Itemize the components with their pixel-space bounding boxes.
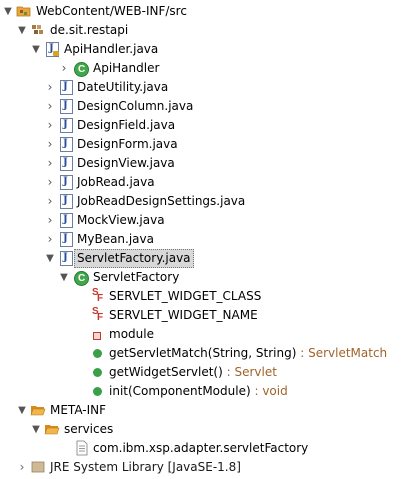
- private-field-icon: [93, 332, 101, 340]
- tree-row-file[interactable]: › JobRead.java: [0, 173, 404, 192]
- field-label: SERVLET_WIDGET_CLASS: [109, 289, 262, 303]
- java-file-icon: [60, 250, 73, 266]
- expand-chevron-icon[interactable]: ›: [47, 194, 53, 208]
- file-label: DesignColumn.java: [77, 99, 194, 113]
- expand-chevron-icon[interactable]: ›: [47, 137, 53, 151]
- tree-row-class[interactable]: › ApiHandler: [0, 59, 404, 78]
- source-folder-icon: [16, 3, 32, 19]
- tree-row-folder[interactable]: ▼ META-INF: [0, 401, 404, 420]
- collapse-chevron-icon[interactable]: ▼: [32, 424, 40, 435]
- tree-row-method[interactable]: init(ComponentModule) : void: [0, 382, 404, 401]
- java-file-icon: [46, 41, 59, 57]
- file-label: ApiHandler.java: [64, 42, 159, 56]
- field-label: module: [109, 327, 154, 341]
- return-type-label: : void: [250, 384, 288, 398]
- folder-label: META-INF: [50, 403, 107, 417]
- collapse-chevron-icon[interactable]: ▼: [18, 405, 26, 416]
- file-label: DesignForm.java: [77, 137, 178, 151]
- tree-row-file[interactable]: › DateUtility.java: [0, 78, 404, 97]
- library-icon: [30, 459, 46, 475]
- expand-chevron-icon[interactable]: ›: [47, 80, 53, 94]
- tree-row-file[interactable]: › DesignColumn.java: [0, 97, 404, 116]
- file-label: ServletFactory.java: [74, 249, 194, 268]
- tree-row-file[interactable]: ▼ ApiHandler.java: [0, 40, 404, 59]
- folder-label: services: [64, 422, 114, 436]
- java-file-icon: [60, 212, 73, 228]
- return-type-label: : ServletMatch: [296, 346, 388, 360]
- collapse-chevron-icon[interactable]: ▼: [4, 6, 12, 17]
- method-label: getWidgetServlet(): [109, 365, 223, 379]
- expand-chevron-icon[interactable]: ›: [47, 99, 53, 113]
- tree-row-field[interactable]: module: [0, 325, 404, 344]
- class-label: ServletFactory: [93, 270, 180, 284]
- library-label: JRE System Library [JavaSE-1.8]: [50, 460, 241, 474]
- java-file-icon: [60, 231, 73, 247]
- expand-chevron-icon[interactable]: ›: [47, 175, 53, 189]
- file-label: MyBean.java: [77, 232, 154, 246]
- tree-row-file-selected[interactable]: ▼ ServletFactory.java: [0, 249, 404, 268]
- tree-row-file[interactable]: › DesignForm.java: [0, 135, 404, 154]
- tree-row-library[interactable]: › JRE System Library [JavaSE-1.8]: [0, 458, 404, 477]
- class-icon: [74, 271, 89, 286]
- public-method-icon: [93, 387, 102, 396]
- method-label-group: init(ComponentModule) : void: [107, 382, 290, 401]
- java-file-icon: [60, 193, 73, 209]
- package-label: de.sit.restapi: [50, 23, 129, 37]
- file-label: JobRead.java: [77, 175, 155, 189]
- collapse-chevron-icon[interactable]: ▼: [32, 44, 40, 55]
- tree-row-file[interactable]: › JobReadDesignSettings.java: [0, 192, 404, 211]
- tree-row-method[interactable]: getWidgetServlet() : Servlet: [0, 363, 404, 382]
- src-root-label: WebContent/WEB-INF/src: [36, 4, 187, 18]
- java-file-icon: [60, 155, 73, 171]
- open-folder-icon: [30, 402, 46, 418]
- java-file-icon: [60, 136, 73, 152]
- public-method-icon: [93, 368, 102, 377]
- expand-chevron-icon[interactable]: ›: [61, 61, 67, 75]
- method-label: getServletMatch(String, String): [109, 346, 297, 360]
- file-label: DesignField.java: [77, 118, 176, 132]
- expand-chevron-icon[interactable]: ›: [47, 232, 53, 246]
- tree-row-file[interactable]: › DesignField.java: [0, 116, 404, 135]
- tree-row-text-file[interactable]: com.ibm.xsp.adapter.servletFactory: [0, 439, 404, 458]
- java-file-icon: [60, 117, 73, 133]
- expand-chevron-icon[interactable]: ›: [47, 156, 53, 170]
- class-label: ApiHandler: [93, 61, 160, 75]
- tree-row-class[interactable]: ▼ ServletFactory: [0, 268, 404, 287]
- collapse-chevron-icon[interactable]: ▼: [46, 253, 54, 264]
- class-icon: [74, 62, 89, 77]
- text-file-icon: [74, 440, 90, 456]
- file-label: DesignView.java: [77, 156, 175, 170]
- file-label: com.ibm.xsp.adapter.servletFactory: [93, 441, 309, 455]
- open-folder-icon: [44, 421, 60, 437]
- java-file-icon: [60, 79, 73, 95]
- java-file-icon: [60, 174, 73, 190]
- tree-row-package[interactable]: ▼ de.sit.restapi: [0, 21, 404, 40]
- method-label-group: getWidgetServlet() : Servlet: [107, 363, 279, 382]
- method-label: init(ComponentModule): [109, 384, 251, 398]
- file-label: JobReadDesignSettings.java: [77, 194, 246, 208]
- file-label: MockView.java: [77, 213, 165, 227]
- method-label-group: getServletMatch(String, String) : Servle…: [107, 344, 389, 363]
- tree-row-folder[interactable]: ▼ services: [0, 420, 404, 439]
- tree-row-src-root[interactable]: ▼ WebContent/WEB-INF/src: [0, 2, 404, 21]
- expand-chevron-icon[interactable]: ›: [19, 460, 25, 474]
- field-label: SERVLET_WIDGET_NAME: [109, 308, 258, 322]
- package-icon: [30, 22, 46, 38]
- tree-row-method[interactable]: getServletMatch(String, String) : Servle…: [0, 344, 404, 363]
- public-method-icon: [93, 349, 102, 358]
- java-file-icon: [60, 98, 73, 114]
- return-type-label: : Servlet: [222, 365, 277, 379]
- tree-row-file[interactable]: › DesignView.java: [0, 154, 404, 173]
- expand-chevron-icon[interactable]: ›: [47, 118, 53, 132]
- expand-chevron-icon[interactable]: ›: [47, 213, 53, 227]
- file-label: DateUtility.java: [77, 80, 169, 94]
- tree-row-file[interactable]: › MockView.java: [0, 211, 404, 230]
- collapse-chevron-icon[interactable]: ▼: [18, 25, 26, 36]
- collapse-chevron-icon[interactable]: ▼: [60, 272, 68, 283]
- tree-row-file[interactable]: › MyBean.java: [0, 230, 404, 249]
